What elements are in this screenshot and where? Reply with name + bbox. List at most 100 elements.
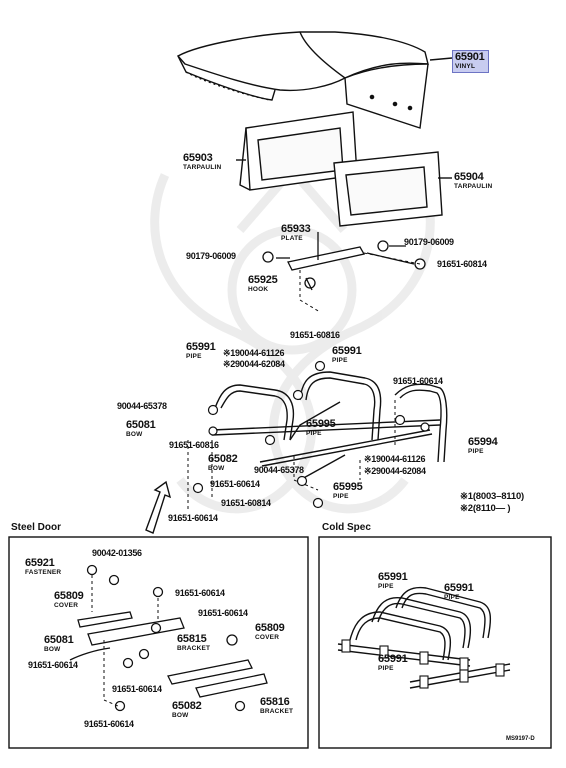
part-name: PIPE [378,665,394,672]
part-label-65991-right[interactable]: 65991 PIPE [332,346,362,365]
part-label-65903[interactable]: 65903 TARPAULIN [183,153,221,172]
part-label-65081[interactable]: 65081 BOW [126,420,156,439]
part-number: 65082 [172,700,202,712]
part-name: TARPAULIN [454,183,493,190]
part-number: 65901 [455,51,485,63]
part-name: PIPE [444,594,460,601]
part-label-65082-door[interactable]: 65082 BOW [172,701,202,720]
part-label-91651-60814-top[interactable]: 91651-60814 [437,259,487,269]
part-number: 65082 [208,453,238,465]
part-name: BOW [44,646,61,653]
legend-line-2: ※2(8110— ) [460,503,511,514]
part-label-91651-60614-e[interactable]: 91651-60614 [84,719,134,729]
steel-door-parts [69,564,268,712]
part-label-90042-01356[interactable]: 90042-01356 [92,548,142,558]
cold-spec-pipes [337,586,511,689]
part-label-91651-60614-lower[interactable]: 91651-60614 [210,479,260,489]
part-name: HOOK [248,286,269,293]
part-number: 65991 [186,341,216,353]
note-label-2-top[interactable]: ※290044-62084 [223,359,285,369]
part-name: PIPE [306,430,322,437]
part-label-65995-upper[interactable]: 65995 PIPE [306,419,336,438]
tarpaulin-left [236,111,358,191]
part-name: BOW [208,465,225,472]
part-label-65933[interactable]: 65933 PLATE [281,224,311,243]
part-label-65994[interactable]: 65994 PIPE [468,437,498,456]
cold-spec-title: Cold Spec [322,522,371,533]
part-label-91651-60614-left[interactable]: 91651-60614 [168,513,218,523]
part-label-65809-left[interactable]: 65809 COVER [54,591,84,610]
part-name: VINYL [455,63,476,70]
steel-door-dashes [91,575,159,707]
steel-door-box [8,536,309,749]
part-label-91651-60614-c[interactable]: 91651-60614 [28,660,78,670]
part-label-65991-cold-b[interactable]: 65991 PIPE [444,583,474,602]
part-name: PIPE [378,583,394,590]
part-label-90044-65378-center[interactable]: 90044-65378 [254,465,304,475]
part-number: 65815 [177,633,207,645]
part-label-65081-door[interactable]: 65081 BOW [44,635,74,654]
part-label-65904[interactable]: 65904 TARPAULIN [454,172,492,191]
part-number: 65991 [332,345,362,357]
note-label-1-bottom[interactable]: ※190044-61126 [364,454,426,464]
part-number: 65995 [306,418,336,430]
part-name: PIPE [332,357,348,364]
note-label-2-bottom[interactable]: ※290044-62084 [364,466,426,476]
part-label-65925[interactable]: 65925 HOOK [248,275,278,294]
part-name: BOW [172,712,189,719]
part-label-65921[interactable]: 65921 FASTENER [25,558,61,577]
part-label-65995-lower[interactable]: 65995 PIPE [333,482,363,501]
cold-spec-box [318,536,552,749]
part-number: 65903 [183,152,213,164]
part-name: PIPE [468,448,484,455]
part-label-91651-60816-mid[interactable]: 91651-60816 [169,440,219,450]
roof-vinyl [176,31,453,129]
part-number: 65991 [378,571,408,583]
part-number: 65933 [281,223,311,235]
part-name: COVER [255,634,280,641]
dash-lines-top [299,252,421,313]
part-name: PIPE [186,353,202,360]
cold-spec-brackets [341,639,505,689]
part-label-91651-60614-d[interactable]: 91651-60614 [112,684,162,694]
part-label-65815[interactable]: 65815 BRACKET [177,634,210,653]
pointer-arrow [145,480,172,534]
note-label-1-top[interactable]: ※190044-61126 [223,348,285,358]
part-label-90179-right[interactable]: 90179-06009 [404,237,454,247]
part-number: 65921 [25,557,55,569]
part-label-65809-right[interactable]: 65809 COVER [255,623,285,642]
part-number: 65925 [248,274,278,286]
part-name: PIPE [333,493,349,500]
part-label-65901[interactable]: 65901 VINYL [452,50,489,73]
part-number: 65991 [444,582,474,594]
part-label-91651-60814-lower[interactable]: 91651-60814 [221,498,271,508]
part-label-65991-cold-a[interactable]: 65991 PIPE [378,572,408,591]
part-label-65991-left[interactable]: 65991 PIPE [186,342,216,361]
part-label-65816[interactable]: 65816 BRACKET [260,697,293,716]
part-label-91651-60816-top[interactable]: 91651-60816 [290,330,340,340]
legend-line-1: ※1(8003–8110) [460,491,524,502]
part-label-65991-cold-c[interactable]: 65991 PIPE [378,654,408,673]
part-name: BRACKET [260,708,294,715]
part-label-91651-60614-top[interactable]: 91651-60614 [393,376,443,386]
part-label-91651-60614-b[interactable]: 91651-60614 [198,608,248,618]
part-label-65082[interactable]: 65082 BOW [208,454,238,473]
part-number: 65809 [54,590,84,602]
footer-code: MS9197-D [506,736,535,742]
part-label-90179-left[interactable]: 90179-06009 [186,251,236,261]
part-label-90044-65378-left[interactable]: 90044-65378 [117,401,167,411]
part-label-91651-60614-a[interactable]: 91651-60614 [175,588,225,598]
part-number: 65904 [454,171,484,183]
plate-hook [262,232,426,291]
part-name: BRACKET [177,645,211,652]
steel-door-title: Steel Door [11,522,62,533]
part-name: FASTENER [25,569,62,576]
part-name: TARPAULIN [183,164,222,171]
part-name: COVER [54,602,79,609]
part-number: 65081 [126,419,156,431]
part-number: 65994 [468,436,498,448]
part-name: BOW [126,431,143,438]
frame-fasteners [192,360,430,509]
